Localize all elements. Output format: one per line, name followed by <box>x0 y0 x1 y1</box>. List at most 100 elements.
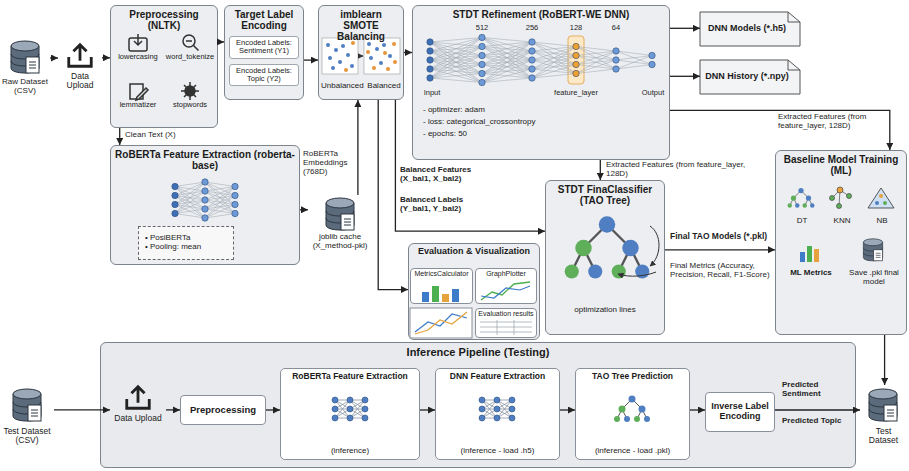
network-icon <box>332 397 368 421</box>
node-title: lowercasing <box>118 53 158 61</box>
dnn-network <box>427 34 655 85</box>
panel-box: Evaluation & VisualizationMetricsCalcula… <box>408 243 540 340</box>
results-table <box>480 320 532 335</box>
node-title: STDT Refinement (RoBERT-WE DNN) <box>453 9 630 20</box>
preprocess-icons <box>186 41 199 51</box>
annotation-label: Output <box>636 89 670 97</box>
connector-arrow <box>304 59 318 60</box>
annotation-label: 64 <box>606 24 626 32</box>
nb-icon <box>868 188 894 208</box>
preprocess-icons <box>129 34 199 100</box>
network-neuron <box>427 66 433 72</box>
connector-arrow <box>266 409 280 410</box>
panel-box: Preprocessing (NLTK)lowercasingword_toke… <box>110 5 218 128</box>
network-neuron <box>573 43 579 49</box>
results-table <box>480 320 532 335</box>
plot-line <box>481 286 530 298</box>
network-neuron <box>573 61 579 67</box>
panel-box: RoBERTa Feature Extraction (roberta-base… <box>110 145 300 265</box>
knn-icon <box>837 204 842 209</box>
node-title: Test Dataset <box>860 427 907 446</box>
icon-node: stopwords <box>163 80 217 126</box>
smote-scatter <box>341 44 345 48</box>
network-neuron <box>427 48 433 54</box>
network-neuron <box>649 52 655 58</box>
plot-line <box>481 282 530 300</box>
node-title: imblearn SMOTE Balancing <box>323 9 399 42</box>
nb-icon <box>879 194 883 198</box>
smote-scatter <box>359 56 363 57</box>
roberta-network <box>172 179 238 221</box>
connector-arrow <box>420 409 435 410</box>
smote-scatter <box>322 38 358 74</box>
knn-icon <box>847 194 852 199</box>
node-text: - loss: categorical_crossontropy <box>423 118 663 127</box>
node-text: KNN <box>824 217 860 226</box>
smote-scatter <box>346 53 350 57</box>
connector-arrow <box>670 28 700 29</box>
connector-arrow <box>690 409 705 410</box>
smote-scatter <box>379 61 383 65</box>
panel-box: STDT FinaClassifier (TAO Tree)optimizati… <box>545 180 665 335</box>
network-neuron <box>479 79 485 85</box>
node-title: DNN History (*.npy) <box>705 72 789 82</box>
preprocess-icons <box>183 35 195 47</box>
smote-scatter <box>344 68 348 72</box>
node-text: (inference) <box>331 447 369 456</box>
connector-arrow <box>665 249 775 250</box>
metrics-bars <box>422 292 429 302</box>
dt-icon <box>788 188 815 208</box>
preprocess-icons <box>130 84 143 99</box>
node-title: TAO Tree Prediction <box>592 372 673 381</box>
annotation-label: 128 <box>566 24 586 32</box>
connector-arrow <box>166 409 180 410</box>
smote-scatter <box>334 48 338 52</box>
smote-scatter <box>331 66 335 70</box>
network-neuron <box>529 48 535 54</box>
smote-scatter <box>326 43 330 47</box>
smote-scatter <box>326 43 354 70</box>
smote-scatter <box>366 50 370 54</box>
preprocess-icons <box>183 35 199 51</box>
file-shape <box>700 60 800 94</box>
annotation-label: feature_layer <box>548 89 604 97</box>
connector-arrow <box>54 409 110 410</box>
icon-node: Raw Dataset (CSV) <box>0 38 50 112</box>
connector-arrow <box>357 100 358 195</box>
connector-arrow <box>218 41 224 42</box>
knn-icon <box>830 187 852 209</box>
node-title: joblib cache (X_method-pkl) <box>308 233 372 251</box>
network-neuron <box>573 52 579 58</box>
node-title: MetricsCalculator <box>414 270 468 278</box>
upload-icon <box>127 387 150 409</box>
process-box: Evaluation results <box>475 308 537 338</box>
network-neuron <box>529 57 535 63</box>
network-neuron <box>529 39 535 45</box>
metrics-bars <box>422 286 459 302</box>
node-title: DNN Models (*.h5) <box>708 24 786 34</box>
annotation-label: Final Metrics (Accuracy, Precision, Reca… <box>670 262 770 280</box>
file-fold <box>788 60 800 70</box>
network-neuron <box>613 57 619 63</box>
node-title: Inverse Label Encoding <box>707 402 773 422</box>
annotation-label: Extracted Features (from feature_layer, … <box>778 113 886 131</box>
network-neuron <box>479 43 485 49</box>
smote-scatter <box>369 56 373 60</box>
network-neuron <box>172 183 178 189</box>
process-box: • PosiBERTa• Pooling: mean <box>138 226 234 260</box>
smote-scatter <box>372 66 376 70</box>
annotation-label: Input <box>417 89 447 97</box>
smote-scatter <box>393 60 397 64</box>
upload-icon <box>69 45 92 67</box>
process-box: GraphPlotter <box>475 268 537 304</box>
annotation-label: Predicted Sentiment <box>782 381 854 399</box>
node-title: DNN Feature Extraction <box>450 372 545 381</box>
ml-metrics-icon <box>807 246 812 262</box>
icon-node: Data Upload <box>110 380 166 445</box>
preprocess-icons <box>181 82 199 100</box>
network-neuron <box>479 34 485 40</box>
knn-icon <box>832 190 849 206</box>
panel-box: imblearn SMOTE BalancingUnbalancedBalanc… <box>318 5 404 100</box>
